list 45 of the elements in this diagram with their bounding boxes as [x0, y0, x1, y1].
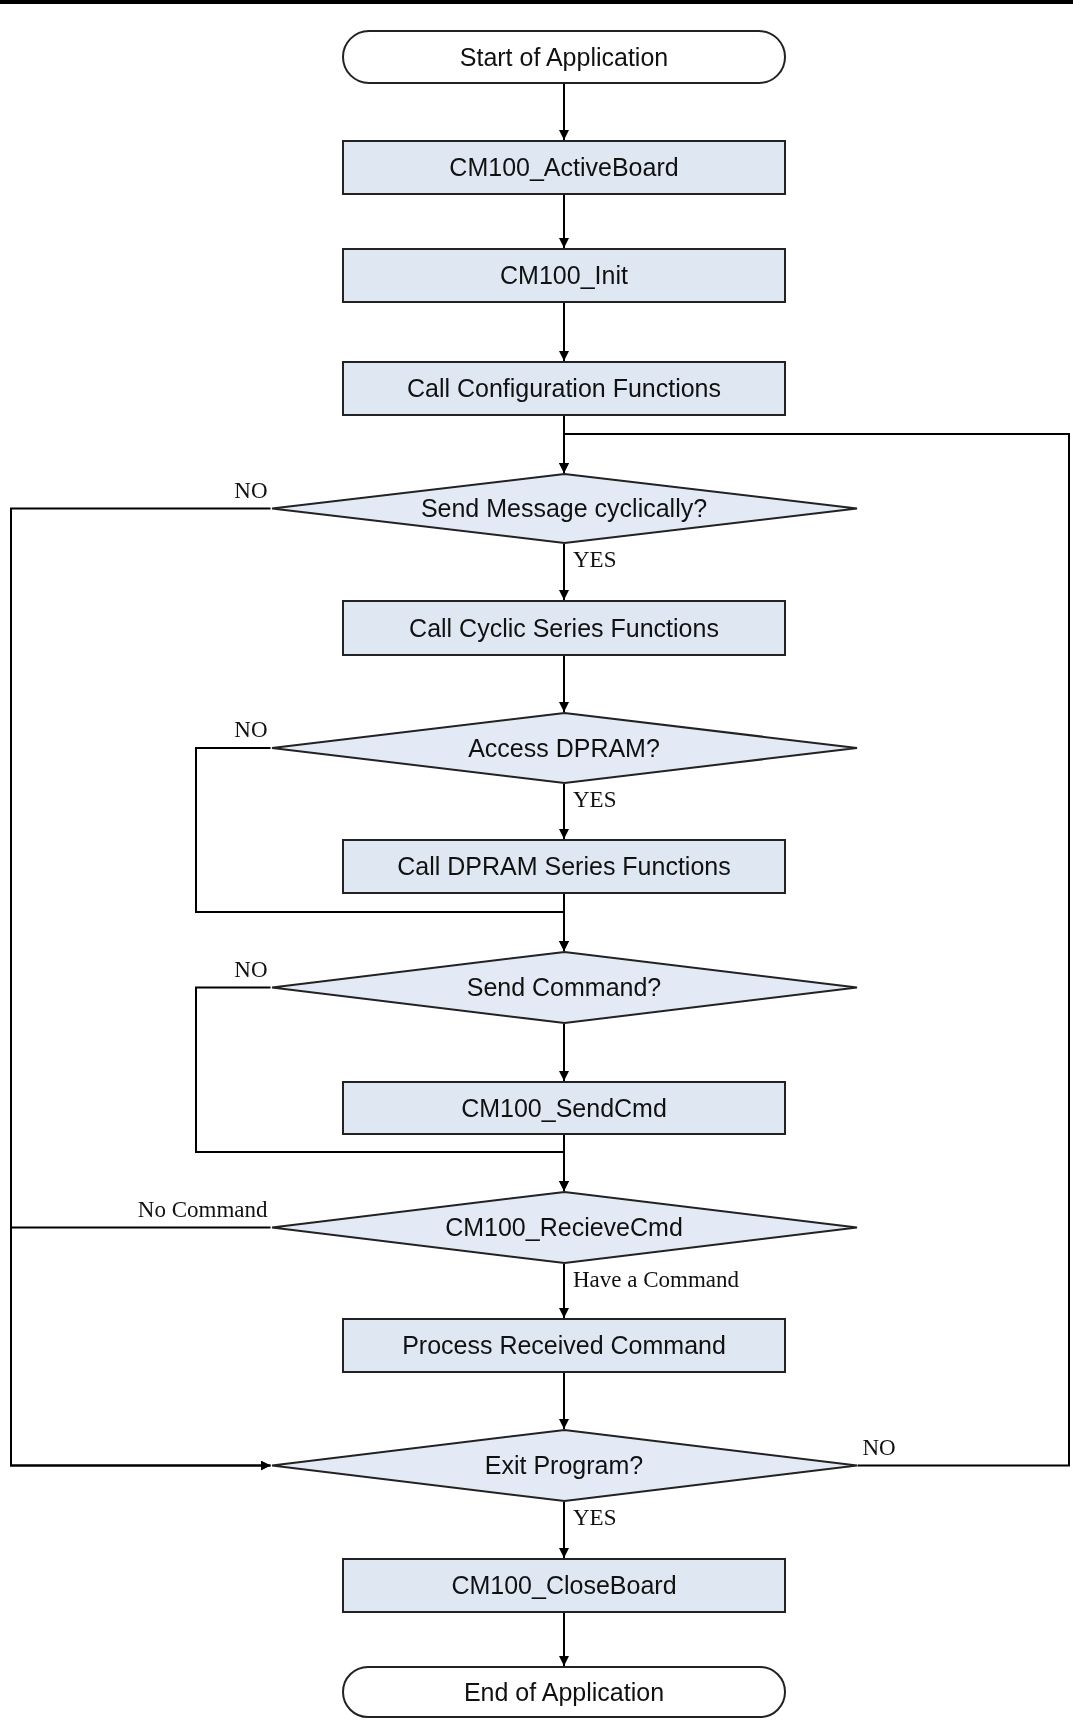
arrow [559, 543, 569, 601]
terminal-box [342, 30, 786, 84]
process-box [342, 1318, 786, 1373]
arrow [559, 1134, 569, 1192]
node-text: CM100_Init [500, 261, 628, 290]
arrow [559, 893, 569, 952]
arrow [559, 1023, 569, 1082]
node-text: Start of Application [459, 42, 669, 72]
arrow [559, 83, 569, 141]
arrow [559, 1501, 569, 1559]
arrow [559, 194, 569, 249]
node-text: Call Configuration Functions [406, 374, 722, 403]
node-text: Send Message cyclically? [420, 494, 708, 523]
node-text: Call DPRAM Series Functions [397, 852, 731, 881]
node-text: Access DPRAM? [468, 733, 660, 763]
process-box [342, 600, 786, 656]
node-text: Call Cyclic Series Functions [409, 613, 719, 643]
arrow [559, 1263, 569, 1319]
process-box [342, 248, 786, 303]
node-text: CM100_SendCmd [461, 1093, 667, 1123]
node-text: Send Command? [466, 973, 662, 1002]
node-text: Exit Program? [484, 1451, 644, 1480]
process-box [342, 361, 786, 416]
decision-diamond [270, 1191, 858, 1264]
process-box [342, 839, 786, 894]
arrow [10, 507, 272, 1471]
node-text: CM100_RecieveCmd [445, 1213, 683, 1242]
arrow [559, 1372, 569, 1430]
arrow [559, 433, 1070, 1467]
arrow [559, 302, 569, 362]
arrow [559, 783, 569, 840]
process-box [342, 1081, 786, 1135]
terminal-box [342, 1666, 786, 1718]
decision-diamond [270, 1429, 858, 1502]
node-text: CM100_CloseBoard [451, 1571, 677, 1600]
decision-diamond [270, 951, 858, 1024]
node-text: End of Application [463, 1677, 665, 1707]
process-box [342, 1558, 786, 1613]
node-text: CM100_ActiveBoard [449, 153, 679, 182]
node-text: Process Received Command [402, 1331, 726, 1360]
decision-diamond [270, 712, 858, 784]
process-box [342, 140, 786, 195]
decision-diamond [270, 473, 858, 544]
arrow [559, 1612, 569, 1667]
arrow [559, 655, 569, 713]
